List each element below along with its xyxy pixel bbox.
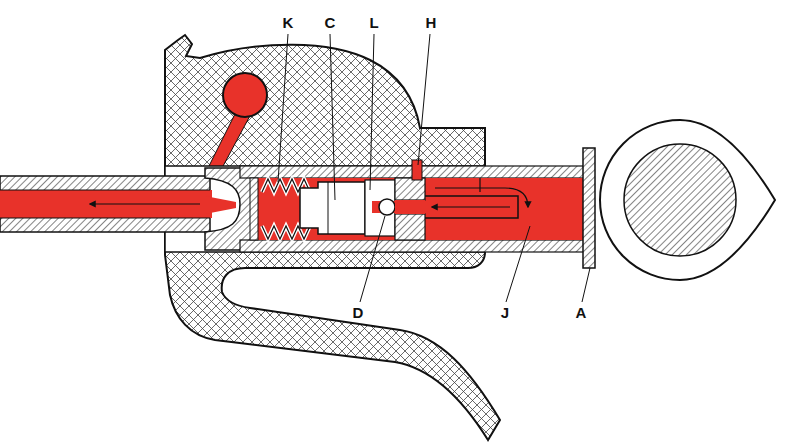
check-ball <box>379 199 395 215</box>
flow-arrow <box>90 203 200 204</box>
callout-letter: J <box>499 304 511 321</box>
plunger <box>300 182 365 234</box>
leader-lines <box>278 34 590 302</box>
push-rod-edge <box>0 190 210 191</box>
leader-line <box>278 34 288 182</box>
divider <box>479 178 480 192</box>
push-rod-seat <box>205 168 255 250</box>
cam <box>600 120 775 280</box>
camshaft <box>624 144 736 256</box>
flow-arrow <box>432 206 510 207</box>
leader-line <box>330 34 335 200</box>
lifter-oil <box>255 178 585 240</box>
flow-arrow <box>435 188 528 207</box>
oil-gallery <box>223 73 267 117</box>
callout-letter: K <box>281 14 296 31</box>
leader-line <box>506 226 530 302</box>
callout-letter: H <box>424 14 439 31</box>
callout-letter: D <box>351 304 366 321</box>
callout-letter: C <box>323 14 338 31</box>
inner-tube <box>425 196 518 218</box>
valve-cage <box>365 180 395 236</box>
push-rod-oil <box>0 190 212 218</box>
seat-oil-hole <box>205 196 236 214</box>
leader-line <box>582 268 590 302</box>
piston-passage <box>395 200 425 214</box>
leader-line <box>360 216 385 302</box>
callout-letter: L <box>367 14 380 31</box>
plunger-detail <box>328 182 329 234</box>
metering-hole <box>412 160 422 180</box>
leader-line <box>370 34 374 190</box>
piston <box>395 214 425 240</box>
lifter-face <box>583 148 595 268</box>
push-rod-edge <box>0 218 210 219</box>
callout-letter: A <box>574 304 589 321</box>
piston <box>395 178 425 200</box>
leader-line <box>418 34 430 165</box>
lifter-end <box>250 178 258 240</box>
